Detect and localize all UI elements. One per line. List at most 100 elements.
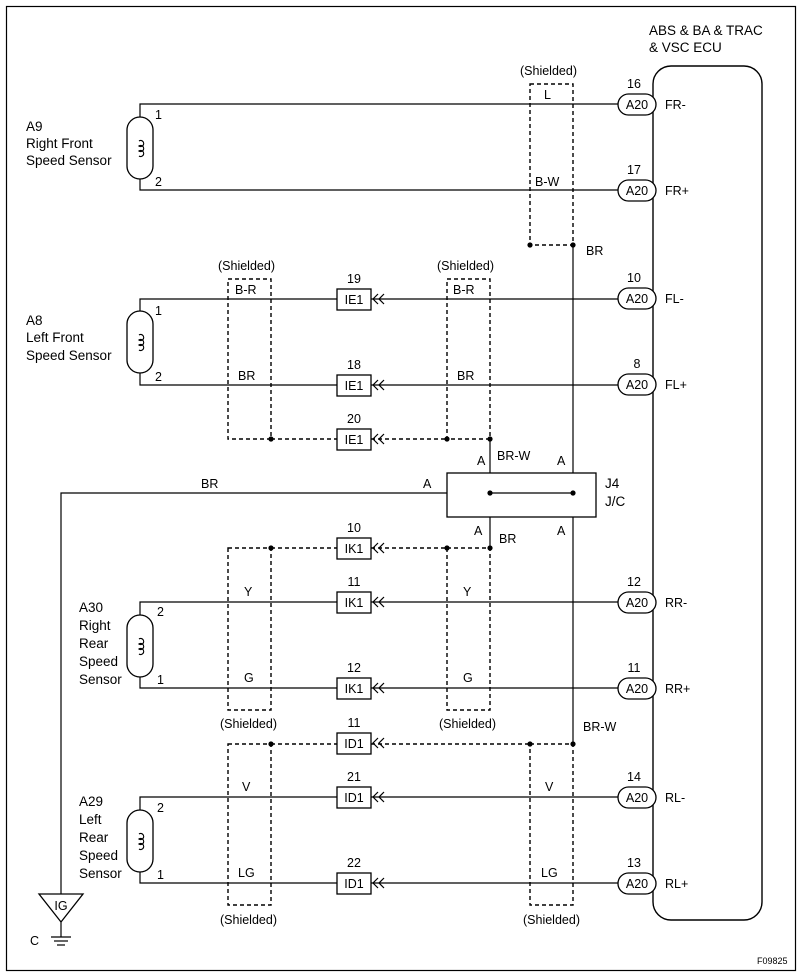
svg-text:A20: A20 <box>626 682 648 696</box>
j4-junction-box <box>446 472 597 518</box>
svg-text:22: 22 <box>347 856 361 870</box>
a20-fr-plus: A20 17 FR+ <box>617 163 689 202</box>
figure-id: F09825 <box>757 956 788 966</box>
a30-label-1: A30 <box>79 600 103 615</box>
svg-text:A20: A20 <box>626 98 648 112</box>
j4-label: J4 <box>605 476 620 491</box>
a9-pin-top: 1 <box>155 108 162 122</box>
wire-color-fl-plus-right: BR <box>457 369 474 383</box>
svg-text:RL+: RL+ <box>665 877 688 891</box>
wire-color-fr-minus: L <box>544 88 551 102</box>
wire-color-rr-minus-left: Y <box>244 585 253 599</box>
a9-label-1: A9 <box>26 119 43 134</box>
wire-color-jc-lower-left: BR <box>499 532 516 546</box>
a20-rr-minus: A20 12 RR- <box>617 575 687 614</box>
svg-text:IK1: IK1 <box>345 682 364 696</box>
ground-label: C <box>30 934 39 948</box>
a30-label-4: Speed <box>79 654 118 669</box>
jc-type-label: J/C <box>605 494 626 509</box>
shield-label-rl-right: (Shielded) <box>523 913 580 927</box>
ie1-18: IE1 18 <box>336 358 385 397</box>
a30-pin-bottom: 1 <box>157 673 164 687</box>
a29-label-4: Speed <box>79 848 118 863</box>
svg-text:17: 17 <box>627 163 641 177</box>
svg-text:A20: A20 <box>626 791 648 805</box>
a9-label-2: Right Front <box>26 136 93 151</box>
ground-circuit: BR A A A A A BR-W BR BR BR-W J4 J/C IG C <box>30 244 626 948</box>
svg-text:ID1: ID1 <box>344 791 364 805</box>
wire-color-rl-minus-left: V <box>242 780 251 794</box>
svg-text:13: 13 <box>627 856 641 870</box>
a29-label-1: A29 <box>79 794 103 809</box>
svg-text:IK1: IK1 <box>345 542 364 556</box>
a20-fl-minus: A20 10 FL- <box>617 271 684 310</box>
a9-pin-bottom: 2 <box>155 175 162 189</box>
svg-text:FR+: FR+ <box>665 184 689 198</box>
jc-terminal-top-left: A <box>477 454 486 468</box>
svg-text:19: 19 <box>347 272 361 286</box>
svg-text:RR+: RR+ <box>665 682 690 696</box>
ecu-connectors: A20 16 FR- A20 17 FR+ A20 10 FL- A20 8 F… <box>617 77 690 895</box>
wire-color-rr-plus-left: G <box>244 671 254 685</box>
ig-ground-icon: IG <box>37 893 85 946</box>
svg-text:A20: A20 <box>626 292 648 306</box>
svg-text:A20: A20 <box>626 596 648 610</box>
svg-text:A20: A20 <box>626 378 648 392</box>
a29-label-2: Left <box>79 812 102 827</box>
a8-sensor-coil-icon <box>126 310 154 374</box>
svg-text:10: 10 <box>627 271 641 285</box>
shield-box-rl-right <box>529 743 574 906</box>
svg-text:10: 10 <box>347 521 361 535</box>
ie1-19: IE1 19 <box>336 272 385 311</box>
right-rear-circuit: 2 1 A30 Right Rear Speed Sensor (Shielde… <box>79 545 618 731</box>
shield-box-fl-right <box>446 278 491 440</box>
a30-sensor-coil-icon <box>126 614 154 678</box>
a8-label-3: Speed Sensor <box>26 348 112 363</box>
a29-label-3: Rear <box>79 830 109 845</box>
wire-color-rl-minus-right: V <box>545 780 554 794</box>
svg-text:16: 16 <box>627 77 641 91</box>
wire-color-rr-plus-right: G <box>463 671 473 685</box>
a8-label-2: Left Front <box>26 330 84 345</box>
shield-box-rr-left <box>227 547 272 711</box>
svg-text:ID1: ID1 <box>344 737 364 751</box>
jc-terminal-left: A <box>423 477 432 491</box>
svg-text:12: 12 <box>627 575 641 589</box>
wire-color-left-run: BR <box>201 477 218 491</box>
a30-label-2: Right <box>79 618 111 633</box>
svg-text:A20: A20 <box>626 184 648 198</box>
a8-pin-bottom: 2 <box>155 370 162 384</box>
shield-label-fr: (Shielded) <box>520 64 577 78</box>
svg-text:FL+: FL+ <box>665 378 687 392</box>
a20-fr-minus: A20 16 FR- <box>617 77 686 116</box>
svg-text:FL-: FL- <box>665 292 684 306</box>
a9-label-3: Speed Sensor <box>26 153 112 168</box>
shield-box-fl-left <box>227 278 272 440</box>
svg-text:11: 11 <box>628 661 641 675</box>
svg-text:20: 20 <box>347 412 361 426</box>
ecu: ABS & BA & TRAC & VSC ECU <box>649 23 763 921</box>
wire-color-rl-plus-left: LG <box>238 866 255 880</box>
id1-22: ID1 22 <box>336 856 385 895</box>
shield-box-rr-right <box>446 547 491 711</box>
a20-rl-minus: A20 14 RL- <box>617 770 685 809</box>
svg-text:FR-: FR- <box>665 98 686 112</box>
svg-text:RL-: RL- <box>665 791 685 805</box>
jc-terminal-bottom-right: A <box>557 524 566 538</box>
jc-terminal-bottom-left: A <box>474 524 483 538</box>
wire-color-fr-plus: B-W <box>535 175 560 189</box>
svg-text:RR-: RR- <box>665 596 687 610</box>
ik1-12: IK1 12 <box>336 661 385 700</box>
a30-label-5: Sensor <box>79 672 122 687</box>
wire-color-jc-upper-left: BR-W <box>497 449 531 463</box>
a20-fl-plus: A20 8 FL+ <box>617 357 687 396</box>
a30-pin-top: 2 <box>157 605 164 619</box>
id1-21: ID1 21 <box>336 770 385 809</box>
ik1-11: IK1 11 <box>336 575 385 614</box>
wire-color-rl-plus-right: LG <box>541 866 558 880</box>
ie1-20: IE1 20 <box>336 412 385 451</box>
left-front-circuit: 1 2 A8 Left Front Speed Sensor (Shielded… <box>26 259 618 442</box>
a8-label-1: A8 <box>26 313 43 328</box>
a20-rr-plus: A20 11 RR+ <box>617 661 690 700</box>
